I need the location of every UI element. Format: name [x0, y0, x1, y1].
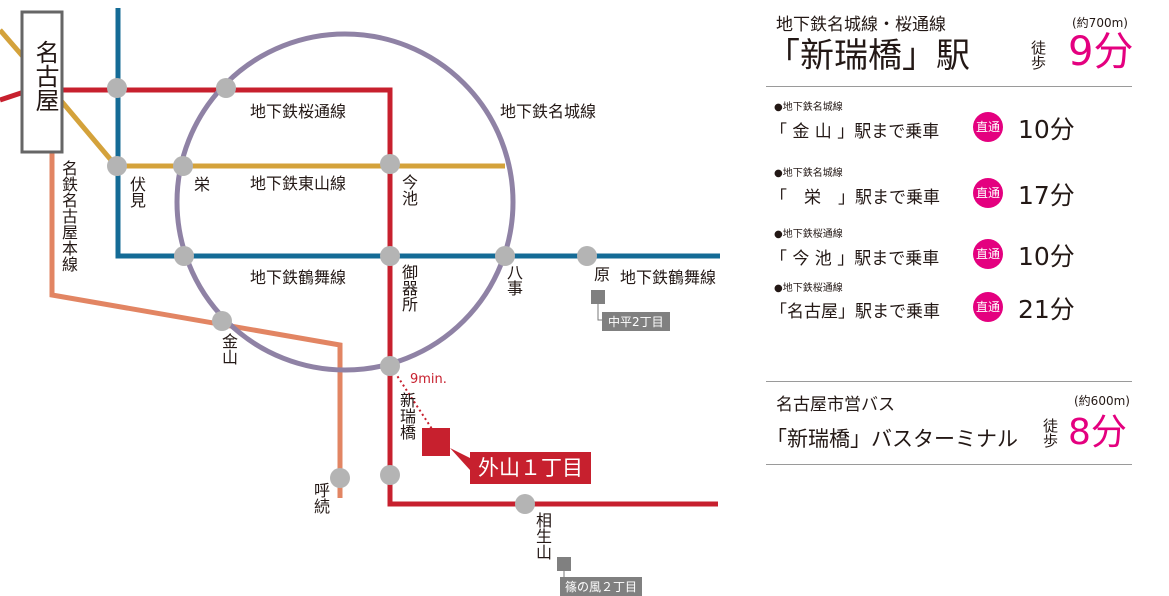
ride-station: 「 今 池 」駅まで乗車	[770, 249, 940, 269]
bus-title: 名古屋市営バス	[776, 395, 895, 415]
station-dot-tsurumai-meijo	[174, 246, 194, 266]
nakahira-marker	[591, 290, 605, 304]
ride-station: 「 金 山 」駅まで乗車	[770, 122, 940, 142]
meijo-line	[174, 31, 516, 373]
line-label-meitetsu: 名鉄名古屋本線	[59, 160, 78, 272]
station-label-nagoya: 名古屋	[31, 40, 59, 112]
bus-terminal: 「新瑞橋」バスターミナル	[766, 427, 1018, 451]
line-label-tsurumai-inner: 地下鉄鶴舞線	[250, 268, 347, 287]
ride-time: 10分	[1018, 115, 1075, 144]
station-dot-kanayama	[212, 311, 232, 331]
line-label-sakuradori: 地下鉄桜通線	[250, 102, 347, 121]
station-label-yobitsugi: 呼続	[311, 482, 330, 514]
ride-line: ●地下鉄名城線	[774, 102, 843, 113]
station-label-yagoto: 八事	[504, 264, 523, 296]
station-label-aioiyama: 相生山	[533, 512, 552, 560]
ride-badge: 直通	[973, 239, 1003, 269]
line-label-higashiyama: 地下鉄東山線	[250, 174, 347, 193]
landmark-label-nakahira: 中平2丁目	[602, 312, 670, 331]
divider-bus-top	[766, 381, 1132, 382]
station-dot-imaike	[380, 154, 400, 174]
main-line-label: 地下鉄名城線・桜通線	[776, 15, 946, 35]
main-distance: (約700m)	[1072, 16, 1128, 30]
ride-time: 17分	[1018, 181, 1075, 210]
landmark-label-shinokaze: 篠の風２丁目	[560, 577, 643, 596]
station-label-hara: 原	[591, 266, 610, 282]
property-pointer	[450, 448, 470, 470]
ride-station: 「名古屋」駅まで乗車	[770, 302, 940, 322]
shinokaze-marker	[557, 557, 571, 571]
ride-time: 10分	[1018, 242, 1075, 271]
main-walk-minutes: 9分	[1068, 29, 1134, 75]
station-label-kanayama: 金山	[219, 333, 238, 365]
station-label-gokiso: 御器所	[399, 264, 418, 312]
station-dot-sakuradori-south	[380, 465, 400, 485]
divider-bus-bottom	[766, 464, 1132, 465]
station-dot-shinmizuhashi	[380, 356, 400, 376]
ride-badge: 直通	[973, 178, 1003, 208]
walk-time-label: 9min.	[410, 372, 447, 387]
nagoya-box	[20, 10, 64, 154]
main-station: 「新瑞橋」駅	[766, 36, 970, 76]
ride-station: 「 栄 」駅まで乗車	[770, 188, 940, 208]
property-label: 外山１丁目	[470, 452, 591, 484]
bus-walk-minutes: 8分	[1068, 412, 1127, 453]
ride-badge: 直通	[973, 112, 1003, 142]
property-marker	[422, 428, 450, 456]
line-label-meijo: 地下鉄名城線	[500, 102, 597, 121]
station-label-imaike: 今池	[399, 174, 418, 206]
meitetsu-line	[49, 150, 343, 498]
bus-distance: (約600m)	[1074, 394, 1130, 408]
station-dot-sakuradori-meijo	[216, 78, 236, 98]
ride-badge: 直通	[973, 292, 1003, 322]
station-label-sakae: 栄	[191, 176, 210, 192]
station-dot-gokiso	[380, 246, 400, 266]
station-dot-sakae	[173, 156, 193, 176]
divider-main	[766, 86, 1132, 87]
main-walk-label: 徒歩	[1029, 40, 1047, 70]
tsurumai-line	[115, 8, 720, 259]
station-dot-yobitsugi	[330, 468, 350, 488]
sakuradori-line	[0, 87, 718, 507]
station-dot-fushimi	[107, 156, 127, 176]
station-label-shinmizuhashi: 新瑞橋	[397, 392, 416, 440]
station-dot-hara	[577, 246, 597, 266]
station-label-fushimi: 伏見	[127, 176, 146, 208]
station-dot-aioiyama	[515, 494, 535, 514]
station-dot-yagoto	[495, 246, 515, 266]
line-label-tsurumai-outer: 地下鉄鶴舞線	[620, 268, 717, 287]
route-map	[0, 8, 720, 583]
ride-line: ●地下鉄名城線	[774, 168, 843, 179]
bus-walk-label: 徒歩	[1041, 418, 1059, 448]
station-dot-nagoya	[107, 78, 127, 98]
ride-time: 21分	[1018, 295, 1075, 324]
ride-line: ●地下鉄桜通線	[774, 283, 843, 294]
ride-line: ●地下鉄桜通線	[774, 229, 843, 240]
